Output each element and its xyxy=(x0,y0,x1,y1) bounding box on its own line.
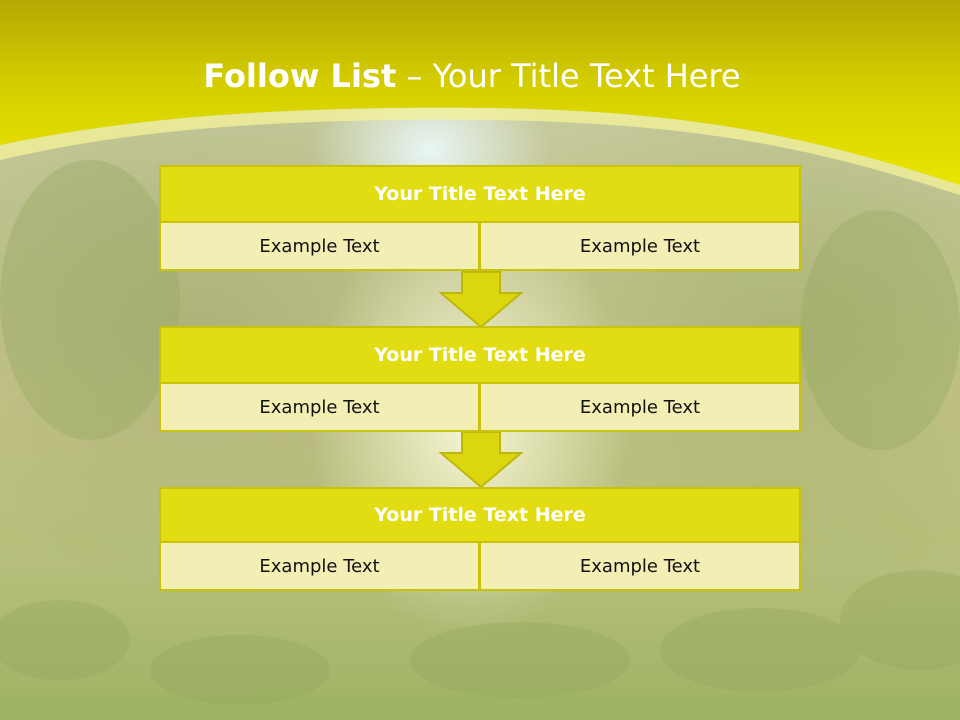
block-row: Example Text Example Text xyxy=(159,541,801,591)
block-title: Your Title Text Here xyxy=(159,487,801,543)
block-cell-left: Example Text xyxy=(159,221,480,271)
block-row: Example Text Example Text xyxy=(159,382,801,432)
block-row: Example Text Example Text xyxy=(159,221,801,271)
slide-title-bold: Follow List xyxy=(203,57,397,95)
block-cell-right: Example Text xyxy=(479,221,801,271)
slide-title-rest: – Your Title Text Here xyxy=(396,57,741,95)
slide-title: Follow List – Your Title Text Here xyxy=(0,54,944,98)
list-block-3: Your Title Text Here Example Text Exampl… xyxy=(159,487,801,591)
header-band xyxy=(0,0,960,195)
down-arrow-icon xyxy=(438,431,524,489)
block-title: Your Title Text Here xyxy=(159,165,801,223)
list-block-2: Your Title Text Here Example Text Exampl… xyxy=(159,326,801,432)
block-cell-right: Example Text xyxy=(479,382,801,432)
block-cell-right: Example Text xyxy=(479,541,801,591)
block-title: Your Title Text Here xyxy=(159,326,801,384)
down-arrow-icon xyxy=(438,271,524,329)
list-block-1: Your Title Text Here Example Text Exampl… xyxy=(159,165,801,271)
block-cell-left: Example Text xyxy=(159,541,480,591)
block-cell-left: Example Text xyxy=(159,382,480,432)
